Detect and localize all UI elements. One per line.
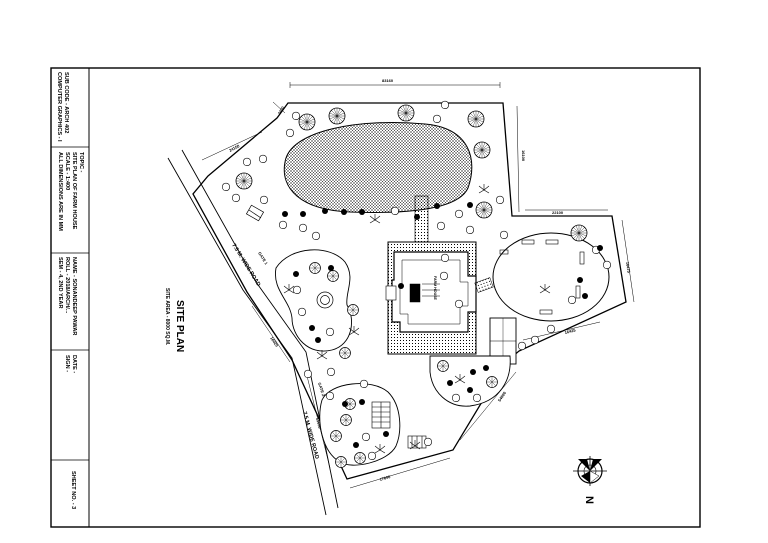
dim-right-upper: 16100	[521, 150, 526, 162]
north-label: N	[583, 496, 595, 504]
dim-right-mid: 16475	[625, 261, 632, 273]
tb-name-line1: NAME - SONANDEEP PAWAR	[71, 257, 77, 335]
dim-right-notch: 22100	[552, 210, 564, 215]
tb-date: DATE -	[71, 355, 77, 373]
dim-left-gate: 16020	[269, 336, 280, 349]
lawn-benches	[499, 239, 585, 315]
road-label-upper: 7.5 M. WIDE ROAD	[230, 243, 261, 288]
tb-sign: SIGN -	[64, 355, 70, 372]
lower-right-lawn	[429, 355, 511, 407]
farm-field	[283, 122, 473, 213]
title-block: COMPUTER GRAPHICS - I SUB CODE - ARCH 40…	[51, 68, 90, 527]
fountain	[316, 291, 334, 309]
tb-subject-line1: COMPUTER GRAPHICS - I	[56, 72, 62, 142]
right-lawn	[492, 232, 610, 322]
gate-label-1: GATE 1	[257, 251, 269, 266]
drawing-title: SITE PLAN	[174, 300, 185, 352]
tb-name-line2: ROLL - 2018/ARCH/...	[64, 257, 70, 314]
sheet-border	[50, 67, 701, 528]
dim-left-upper: 4400	[277, 105, 286, 116]
tb-name-line3: SEM - 4, 2ND YEAR	[57, 257, 63, 309]
site-boundary	[192, 102, 627, 480]
porch	[385, 285, 397, 301]
tb-topic-line3: SCALE - 1:400	[64, 152, 70, 190]
building-label: FARM HOUSE	[433, 276, 437, 301]
gate-label-2: GATE 2	[317, 382, 326, 398]
pergola	[371, 401, 391, 429]
tb-topic-line4: ALL DIMENSIONS ARE IN MM	[57, 152, 63, 231]
site-area: SITE AREA - 8000 SQ.M.	[164, 288, 170, 346]
dim-bottom-right: 54600	[497, 390, 508, 403]
dim-left-mid: 24150	[228, 143, 241, 153]
tb-sheet-no: SHEET NO. - 3	[70, 471, 76, 509]
house-stairs	[409, 283, 440, 303]
dim-bottom: 17650	[379, 474, 392, 482]
tb-topic-line2: SITE PLAN OF FARM HOUSE	[71, 152, 77, 230]
dimension-lines	[201, 82, 635, 489]
dim-left-lower: 15650	[315, 417, 323, 430]
tb-subject-line2: SUB CODE - ARCH 402	[63, 72, 69, 133]
dim-top: 83160	[382, 78, 394, 83]
tb-topic-line1: TOPIC -	[78, 152, 84, 173]
connector-path	[474, 277, 494, 293]
farm-house	[391, 251, 477, 333]
gate-marker	[245, 204, 265, 222]
north-arrow-icon	[573, 456, 607, 486]
gate-structure	[407, 435, 427, 449]
dim-right-lower: 16425	[564, 327, 577, 335]
